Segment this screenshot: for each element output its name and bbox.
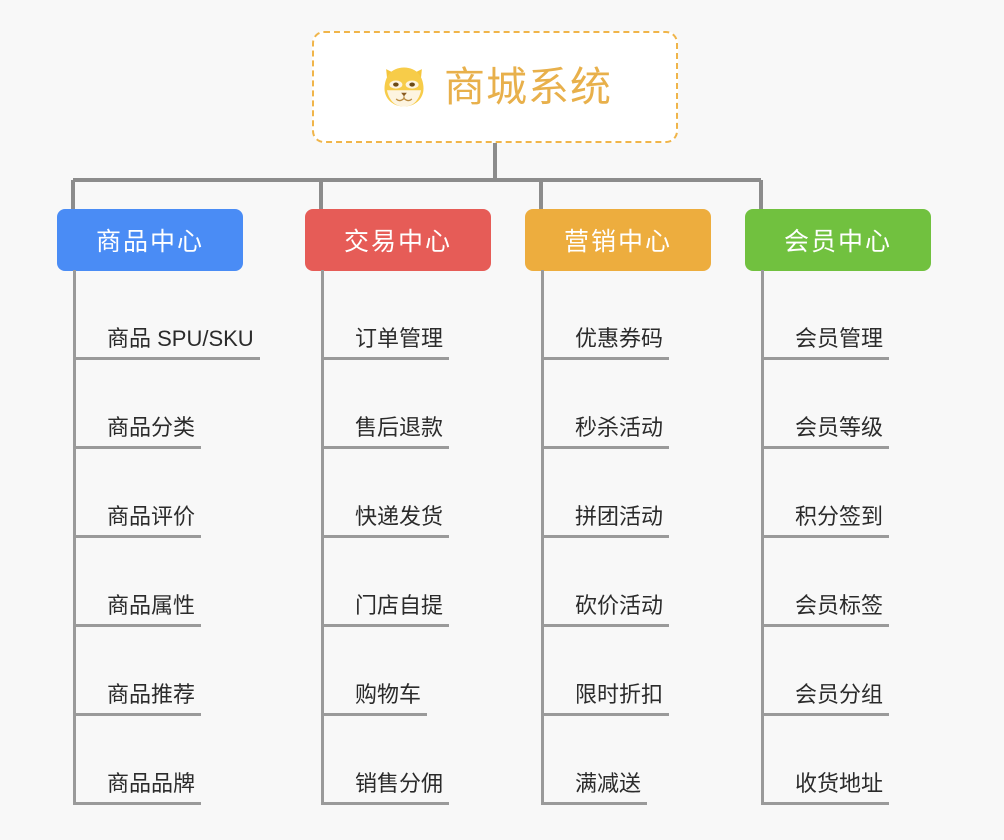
leaf-item[interactable]: 商品推荐	[73, 626, 202, 716]
leaf-item[interactable]: 商品分类	[73, 359, 202, 449]
leaf-item-label: 收货地址	[761, 771, 890, 805]
leaf-item-label: 售后退款	[321, 415, 450, 449]
leaf-item[interactable]: 销售分佣	[321, 715, 450, 805]
category-box-1[interactable]: 商品中心	[57, 209, 243, 271]
category-box-4[interactable]: 会员中心	[745, 209, 931, 271]
leaf-item[interactable]: 商品评价	[73, 448, 202, 538]
leaf-item-label: 门店自提	[321, 593, 450, 627]
leaf-item[interactable]: 优惠券码	[541, 270, 670, 360]
leaf-item[interactable]: 积分签到	[761, 448, 890, 538]
leaf-item-label: 会员等级	[761, 415, 890, 449]
category-label: 商品中心	[95, 228, 204, 256]
leaf-item[interactable]: 商品品牌	[73, 715, 202, 805]
leaf-item-label: 会员管理	[761, 326, 890, 360]
leaf-item[interactable]: 收货地址	[761, 715, 890, 805]
leaf-item-label: 订单管理	[321, 326, 450, 360]
leaf-item-label: 购物车	[321, 682, 428, 716]
leaf-item-label: 销售分佣	[321, 771, 450, 805]
leaf-item-label: 商品 SPU/SKU	[73, 326, 260, 360]
category-box-3[interactable]: 营销中心	[525, 209, 711, 271]
leaf-item[interactable]: 拼团活动	[541, 448, 670, 538]
leaf-item[interactable]: 砍价活动	[541, 537, 670, 627]
category-label: 营销中心	[563, 228, 672, 256]
leaf-item-label: 商品评价	[73, 504, 202, 538]
leaf-item[interactable]: 秒杀活动	[541, 359, 670, 449]
leaf-item[interactable]: 门店自提	[321, 537, 450, 627]
leaf-item-label: 商品品牌	[73, 771, 202, 805]
leaf-item-label: 拼团活动	[541, 504, 670, 538]
category-label: 会员中心	[783, 228, 892, 256]
leaf-item-label: 会员标签	[761, 593, 890, 627]
leaf-item-label: 满减送	[541, 771, 648, 805]
leaf-item[interactable]: 快递发货	[321, 448, 450, 538]
leaf-item-label: 快递发货	[321, 504, 450, 538]
leaf-item-label: 商品属性	[73, 593, 202, 627]
leaf-item[interactable]: 购物车	[321, 626, 428, 716]
leaf-item[interactable]: 会员管理	[761, 270, 890, 360]
category-label: 交易中心	[343, 228, 452, 256]
leaf-item-label: 优惠券码	[541, 326, 670, 360]
leaf-item-label: 秒杀活动	[541, 415, 670, 449]
leaf-item[interactable]: 会员等级	[761, 359, 890, 449]
leaf-item[interactable]: 限时折扣	[541, 626, 670, 716]
leaf-item-label: 限时折扣	[541, 682, 670, 716]
root-title: 商城系统	[444, 63, 612, 110]
leaf-item-label: 砍价活动	[541, 593, 670, 627]
category-box-2[interactable]: 交易中心	[305, 209, 491, 271]
root-node[interactable]: 商城系统	[312, 31, 678, 143]
leaf-item-label: 商品分类	[73, 415, 202, 449]
leaf-item[interactable]: 商品属性	[73, 537, 202, 627]
leaf-item-label: 商品推荐	[73, 682, 202, 716]
leaf-item[interactable]: 会员分组	[761, 626, 890, 716]
leaf-item[interactable]: 订单管理	[321, 270, 450, 360]
leaf-item[interactable]: 售后退款	[321, 359, 450, 449]
leaf-item[interactable]: 满减送	[541, 715, 648, 805]
leaf-item[interactable]: 商品 SPU/SKU	[73, 270, 260, 360]
shiba-dog-face-icon	[384, 67, 424, 107]
leaf-item[interactable]: 会员标签	[761, 537, 890, 627]
leaf-item-label: 会员分组	[761, 682, 890, 716]
leaf-item-label: 积分签到	[761, 504, 890, 538]
